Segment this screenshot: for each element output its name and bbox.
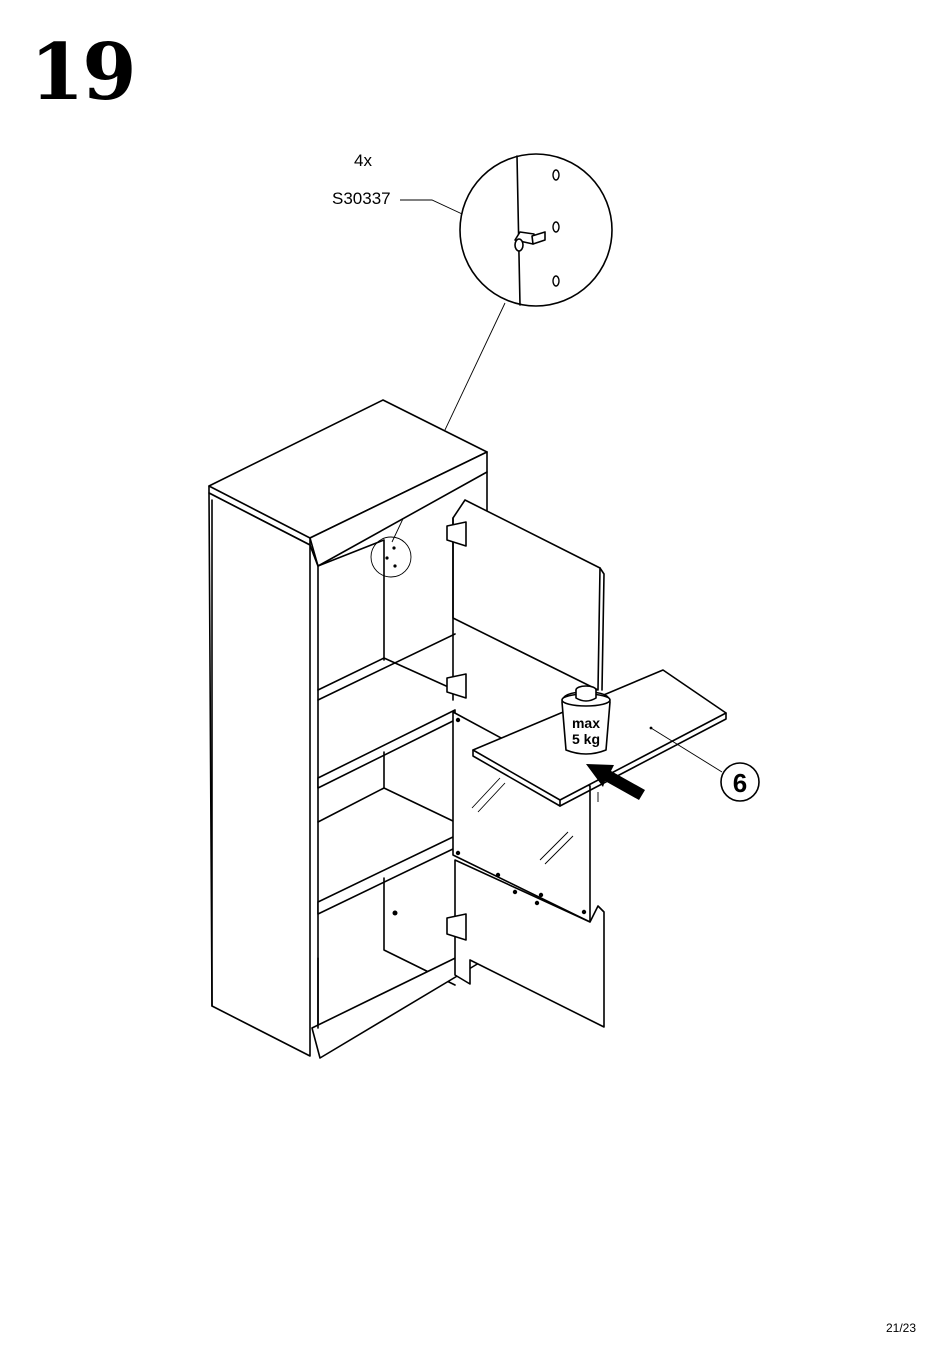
weight-icon: max 5 kg [562,686,610,754]
magnifier-detail-icon [460,154,612,306]
upper-door [447,500,604,700]
page-number: 21/23 [886,1321,916,1335]
cabinet [209,400,487,1058]
part-callout: 6 [721,763,759,801]
weight-limit-line1: max [572,715,600,731]
part-callout-number: 6 [733,768,747,798]
weight-limit-line2: 5 kg [572,731,600,747]
